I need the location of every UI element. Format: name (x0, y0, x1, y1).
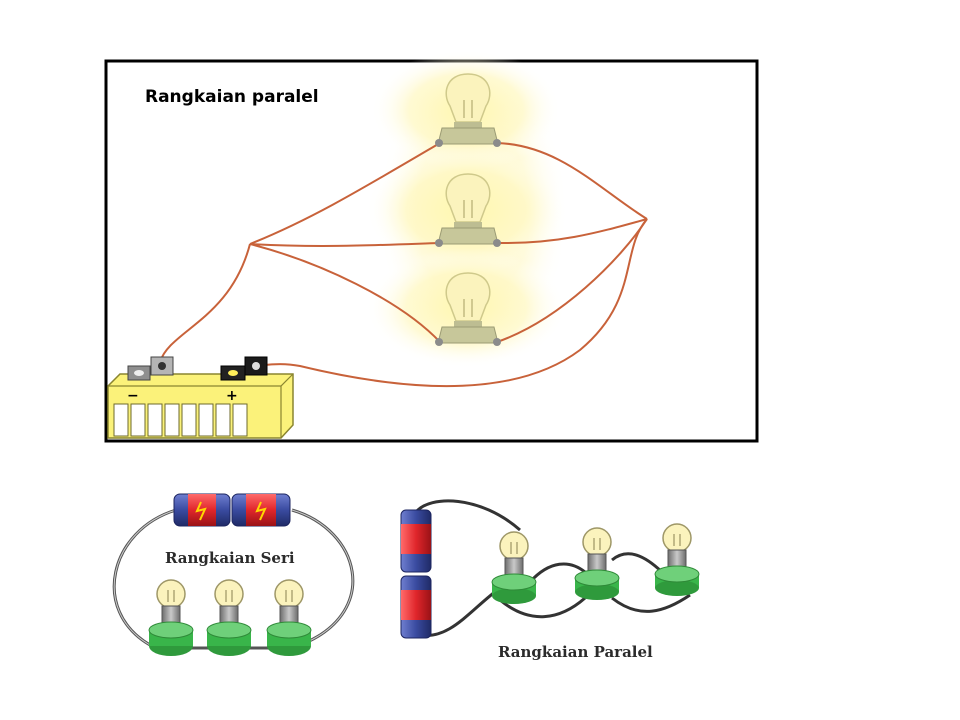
series-cell-1 (173, 493, 231, 527)
series-label: Rangkaian Seri (165, 549, 295, 567)
wire-right-top (496, 142, 648, 220)
parallel-label: Rangkaian Paralel (498, 643, 653, 661)
bulb-top-1 (435, 73, 501, 147)
wire-positive-lead (247, 218, 648, 388)
plus-sign: + (226, 388, 238, 404)
parallel-bulb-3 (654, 523, 700, 596)
series-bulb-2 (206, 579, 252, 656)
wire-left-middle (249, 242, 441, 247)
bulb-top-2 (435, 173, 501, 247)
parallel-circuit-panel: Rangkaian paralel (104, 50, 759, 443)
bulb-top-3 (435, 272, 501, 346)
minus-sign: − (127, 388, 139, 404)
parallel-circuit-small: Rangkaian Paralel (400, 499, 700, 661)
parallel-bulb-1 (491, 531, 537, 604)
battery: − + (107, 356, 294, 439)
wire-right-bottom (496, 218, 648, 343)
negative-terminal (127, 356, 174, 381)
parallel-wires (414, 499, 691, 638)
series-circuit: Rangkaian Seri (112, 493, 355, 656)
parallel-bulb-2 (574, 527, 620, 600)
wire-negative-lead (159, 243, 251, 363)
positive-terminal (220, 356, 268, 381)
parallel-cell-2 (400, 575, 432, 639)
series-bulb-3 (266, 579, 312, 656)
series-cell-2 (231, 493, 291, 527)
wire-left-bottom (249, 243, 441, 343)
wire-left-top (249, 142, 441, 245)
wires (159, 142, 648, 388)
wire-right-middle (496, 218, 648, 245)
bulb-glass (445, 73, 491, 123)
panel-title: Rangkaian paralel (145, 87, 319, 107)
parallel-cell-1 (400, 509, 432, 573)
series-bulb-1 (148, 579, 194, 656)
